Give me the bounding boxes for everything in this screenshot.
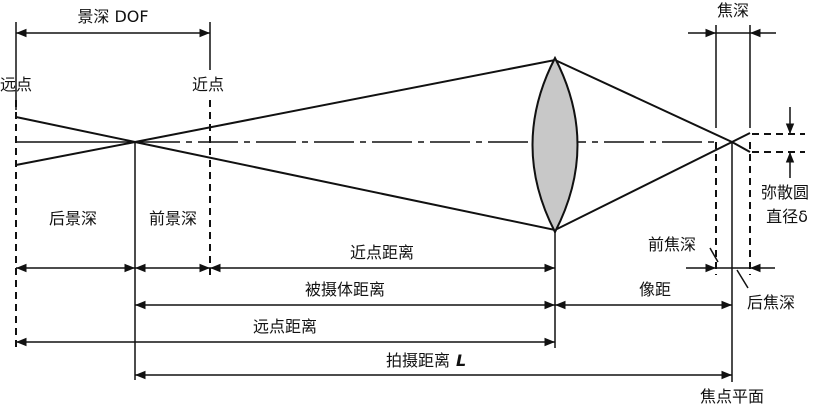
rear-focus-depth-label: 后焦深 [747,293,795,312]
front-focus-leader [709,247,719,263]
focal-plane-label: 焦点平面 [700,387,764,406]
dof-label: 景深 DOF [77,7,148,26]
subject-distance-label: 被摄体距离 [305,280,385,299]
rear-dof-label: 后景深 [49,209,97,228]
focus-depth-label: 焦深 [717,1,749,20]
far-distance-label: 远点距离 [253,317,317,336]
near-distance-label: 近点距离 [350,243,414,262]
coc-label-line1: 弥散圆 [761,183,809,202]
shooting-distance-symbol: L [456,351,466,370]
ray-lower [15,58,751,166]
image-distance-label: 像距 [639,280,671,299]
far-point-label: 远点 [0,75,32,94]
front-dof-label: 前景深 [149,209,197,228]
coc-label-line2: 直径δ [766,207,808,226]
front-focus-depth-label: 前焦深 [648,235,696,254]
near-point-label: 近点 [192,75,224,94]
lens [531,55,579,235]
rear-focus-leader [736,269,749,289]
ray-upper [15,116,751,232]
shooting-distance-label: 拍摄距离 [386,351,450,370]
